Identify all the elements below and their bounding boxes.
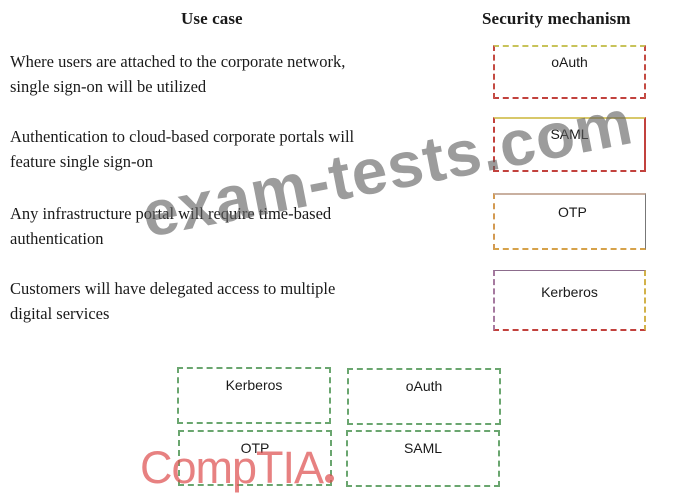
use-case-4-line-2: digital services [10, 304, 110, 323]
use-case-3: Any infrastructure portal will require t… [10, 201, 440, 251]
use-case-1-line-1: Where users are attached to the corporat… [10, 52, 346, 71]
drop-box-1-answer: oAuth [551, 54, 588, 70]
option-tile-oauth[interactable]: oAuth [347, 368, 501, 425]
option-tile-kerberos[interactable]: Kerberos [177, 367, 331, 424]
drop-box-4[interactable]: Kerberos [493, 270, 646, 331]
drop-box-2[interactable]: SAML [493, 117, 646, 172]
use-case-header: Use case [181, 9, 243, 28]
use-case-3-line-2: authentication [10, 229, 104, 248]
use-case-2: Authentication to cloud-based corporate … [10, 124, 440, 174]
drop-box-1[interactable]: oAuth [493, 45, 646, 99]
use-case-1-line-2: single sign-on will be utilized [10, 77, 207, 96]
use-case-3-line-1: Any infrastructure portal will require t… [10, 204, 332, 223]
option-tile-saml[interactable]: SAML [346, 430, 500, 487]
security-mechanism-header: Security mechanism [482, 9, 631, 28]
drop-box-4-answer: Kerberos [541, 284, 598, 300]
use-case-2-line-2: feature single sign-on [10, 152, 153, 171]
use-case-1: Where users are attached to the corporat… [10, 49, 440, 99]
option-tile-otp[interactable]: OTP [178, 430, 332, 486]
drop-box-3-answer: OTP [558, 204, 587, 220]
use-case-2-line-1: Authentication to cloud-based corporate … [10, 127, 355, 146]
drop-box-3[interactable]: OTP [493, 193, 646, 250]
use-case-4-line-1: Customers will have delegated access to … [10, 279, 336, 298]
use-case-4: Customers will have delegated access to … [10, 276, 440, 326]
drop-box-2-answer: SAML [550, 126, 589, 142]
